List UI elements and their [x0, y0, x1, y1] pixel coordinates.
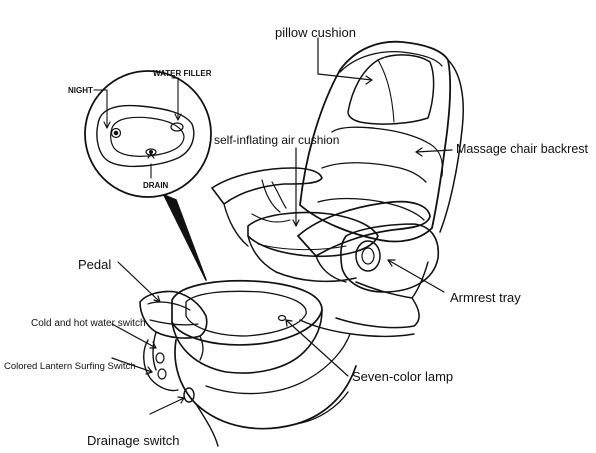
label-armrest-tray: Armrest tray [450, 290, 521, 305]
label-drainage-switch: Drainage switch [87, 433, 180, 448]
label-cold-hot-water-switch: Cold and hot water switch [31, 318, 146, 329]
pedal [139, 290, 208, 392]
chair-backrest [299, 40, 464, 243]
label-water-filler: WATER FILLER [153, 69, 212, 78]
label-pedal: Pedal [78, 257, 111, 272]
inset-detail [84, 70, 212, 281]
label-massage-chair-backrest: Massage chair backrest [456, 142, 589, 156]
chair-seat [247, 211, 379, 283]
leader-lines [111, 37, 453, 415]
label-colored-lantern-surfing-switch: Colored Lantern Surfing Switch [4, 361, 136, 372]
labels: pillow cushion self-inflating air cushio… [4, 25, 589, 448]
chair-base [299, 261, 429, 338]
foot-basin [171, 279, 357, 447]
right-armrest [297, 200, 440, 293]
label-seven-color-lamp: Seven-color lamp [352, 369, 453, 384]
label-pillow-cushion: pillow cushion [275, 25, 356, 40]
label-night: NIGHT [68, 86, 93, 95]
left-armrest [211, 167, 323, 247]
label-self-inflating-air-cushion: self-inflating air cushion [214, 133, 339, 147]
label-drain: DRAIN [143, 181, 169, 190]
